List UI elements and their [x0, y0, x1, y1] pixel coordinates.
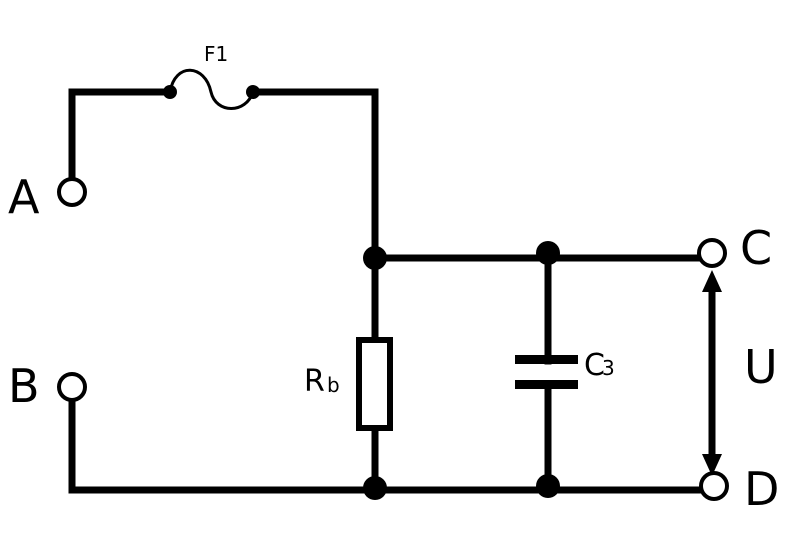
fuse-f1	[163, 68, 260, 110]
terminal-a	[57, 177, 87, 207]
voltage-arrow-head-down	[702, 454, 722, 476]
terminal-d	[699, 471, 729, 501]
capacitor-c3	[515, 355, 578, 389]
fuse-contact-right	[246, 85, 260, 99]
junction-top-right	[536, 241, 560, 265]
voltage-arrow	[702, 270, 722, 476]
resistor-rb	[356, 337, 393, 431]
label-rb-main: R	[304, 364, 325, 399]
label-d: D	[744, 462, 779, 516]
label-c3-sub: 3	[602, 356, 615, 380]
voltage-arrow-head-up	[702, 270, 722, 292]
capacitor-plate-bottom	[515, 380, 578, 389]
label-rb-sub: b	[327, 373, 340, 397]
label-a: A	[8, 170, 40, 224]
wire-a-to-fuse	[68, 88, 174, 184]
label-c3-main: C	[584, 348, 605, 383]
terminal-b	[57, 372, 87, 402]
label-u: U	[744, 340, 778, 394]
label-f1: F1	[204, 42, 228, 66]
junction-bottom-left	[363, 476, 387, 500]
capacitor-plate-top	[515, 355, 578, 364]
wire-fuse-to-node	[249, 88, 379, 262]
wire-bottom-rail	[68, 396, 704, 494]
junction-bottom-right	[536, 474, 560, 498]
label-c: C	[740, 221, 772, 275]
fuse-element	[168, 68, 255, 110]
label-b: B	[8, 359, 40, 413]
fuse-contact-left	[163, 85, 177, 99]
terminal-c	[697, 238, 727, 268]
junction-top-left	[363, 246, 387, 270]
